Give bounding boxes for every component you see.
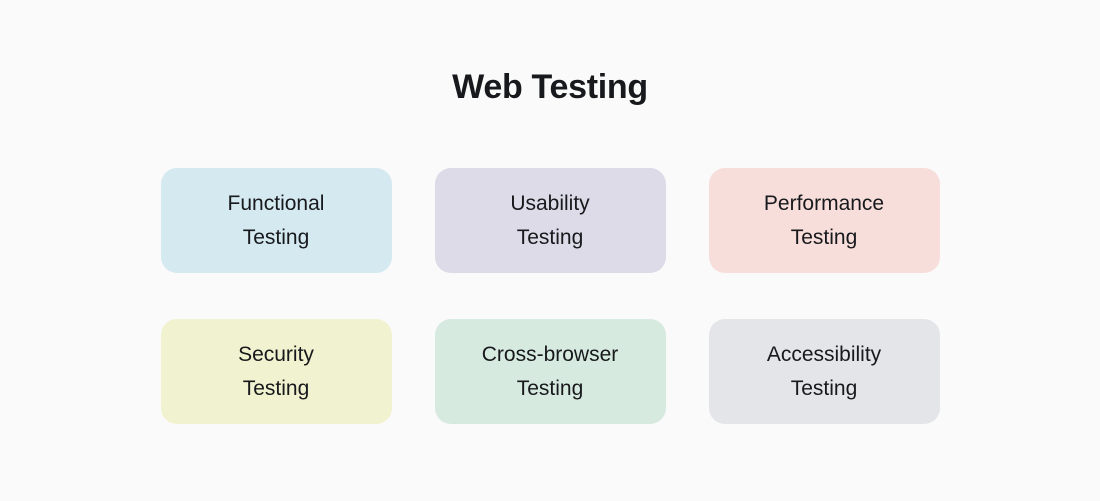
page-title: Web Testing bbox=[452, 68, 648, 106]
card-usability-testing: Usability Testing bbox=[434, 168, 666, 273]
card-label: Performance Testing bbox=[763, 191, 885, 249]
card-functional-testing: Functional Testing bbox=[160, 168, 392, 273]
card-label: Functional Testing bbox=[227, 191, 325, 249]
testing-types-grid: Functional Testing Usability Testing Per… bbox=[160, 168, 940, 424]
card-label: Usability Testing bbox=[510, 191, 590, 249]
card-label: Accessibility Testing bbox=[766, 342, 882, 400]
card-label: Cross-browser Testing bbox=[481, 342, 619, 400]
card-accessibility-testing: Accessibility Testing bbox=[708, 319, 940, 424]
card-performance-testing: Performance Testing bbox=[708, 168, 940, 273]
card-cross-browser-testing: Cross-browser Testing bbox=[434, 319, 666, 424]
card-label: Security Testing bbox=[238, 342, 314, 400]
card-security-testing: Security Testing bbox=[160, 319, 392, 424]
